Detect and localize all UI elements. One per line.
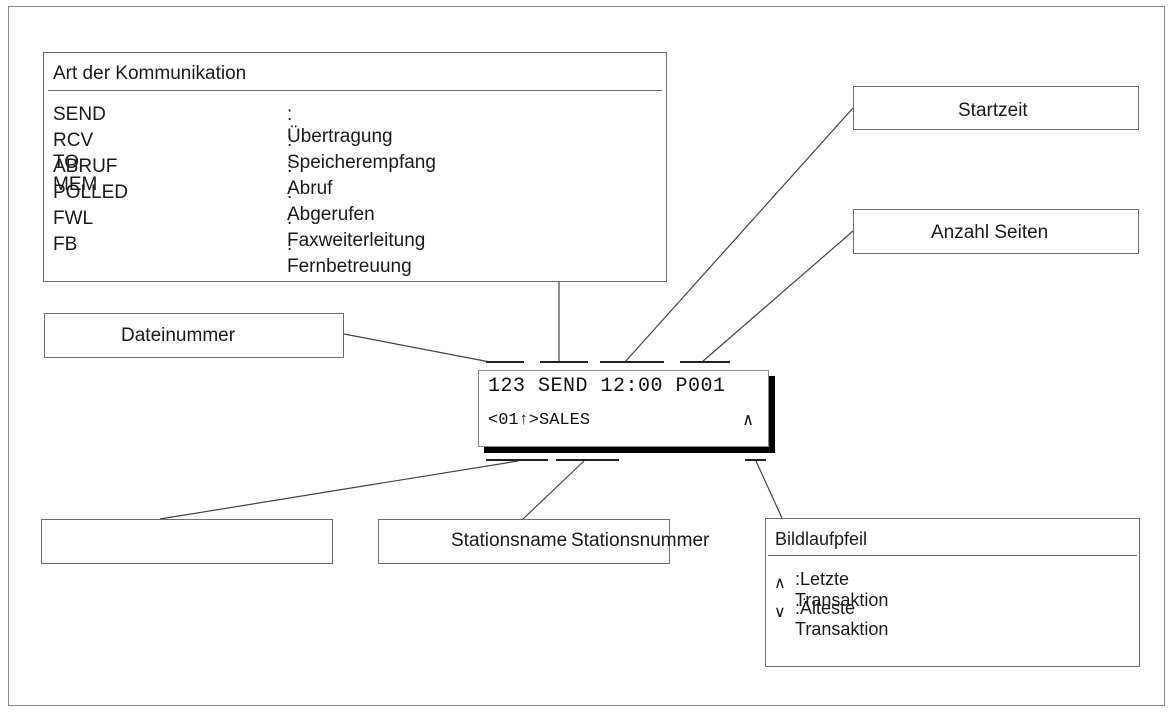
station-name-label-box xyxy=(378,519,670,564)
display-line-2: <01↑>SALES xyxy=(488,411,591,430)
file-number-label: Dateinummer xyxy=(121,325,236,346)
file-number-label-box: Dateinummer xyxy=(44,313,344,358)
scroll-arrow-title: Bildlaufpfeil xyxy=(775,529,868,549)
communication-type-box: Art der Kommunikation SEND : Übertragung… xyxy=(43,52,667,282)
diagram-frame xyxy=(8,6,1165,706)
start-time-label-box: Startzeit xyxy=(853,86,1139,130)
connector-stationsnummer xyxy=(159,460,519,520)
scroll-arrow-desc: :Letzte Transaktion xyxy=(795,569,889,610)
station-number-label: Stationsnummer xyxy=(571,530,710,551)
connector-startzeit xyxy=(624,107,854,363)
communication-code: FB xyxy=(53,234,78,255)
down-arrow-icon: ∨ xyxy=(774,604,786,621)
start-time-label: Startzeit xyxy=(958,100,1028,121)
communication-desc: : Speicherempfang xyxy=(287,130,436,173)
station-name-label: Stationsname xyxy=(451,530,568,551)
communication-desc: : Fernbetreuung xyxy=(287,234,412,277)
lcd-display: 123 SEND 12:00 P001 <01↑>SALES ∧ xyxy=(478,370,769,447)
communication-code: FWL xyxy=(53,208,94,229)
communication-type-divider xyxy=(48,90,662,91)
empty-label-box xyxy=(41,519,333,564)
page-count-label-box: Anzahl Seiten xyxy=(853,209,1139,254)
connector-dateinummer xyxy=(343,333,491,363)
connector-anzahl xyxy=(701,230,854,363)
display-scroll-arrow-icon: ∧ xyxy=(743,412,754,431)
communication-desc: : Übertragung xyxy=(287,104,393,147)
communication-code: ABRUF xyxy=(53,156,118,177)
communication-desc: : Abgerufen xyxy=(287,182,375,225)
up-arrow-icon: ∧ xyxy=(774,575,786,592)
communication-code: SEND xyxy=(53,104,106,125)
communication-code: POLLED xyxy=(53,182,128,203)
scroll-arrow-box: Bildlaufpfeil ∧ :Letzte Transaktion ∨ :Ä… xyxy=(765,518,1140,667)
scroll-arrow-divider xyxy=(768,555,1137,556)
communication-desc: : Faxweiterleitung xyxy=(287,208,426,251)
communication-desc: : Abruf xyxy=(287,156,333,199)
communication-type-title: Art der Kommunikation xyxy=(53,63,247,84)
connector-stationsname xyxy=(522,460,585,520)
connector-bildlaufpfeil xyxy=(755,460,783,519)
communication-code: RCV TO MEM xyxy=(53,130,98,195)
display-line-1: 123 SEND 12:00 P001 xyxy=(488,375,726,398)
page-count-label: Anzahl Seiten xyxy=(931,222,1049,243)
scroll-arrow-desc: :Älteste Transaktion xyxy=(795,598,889,639)
